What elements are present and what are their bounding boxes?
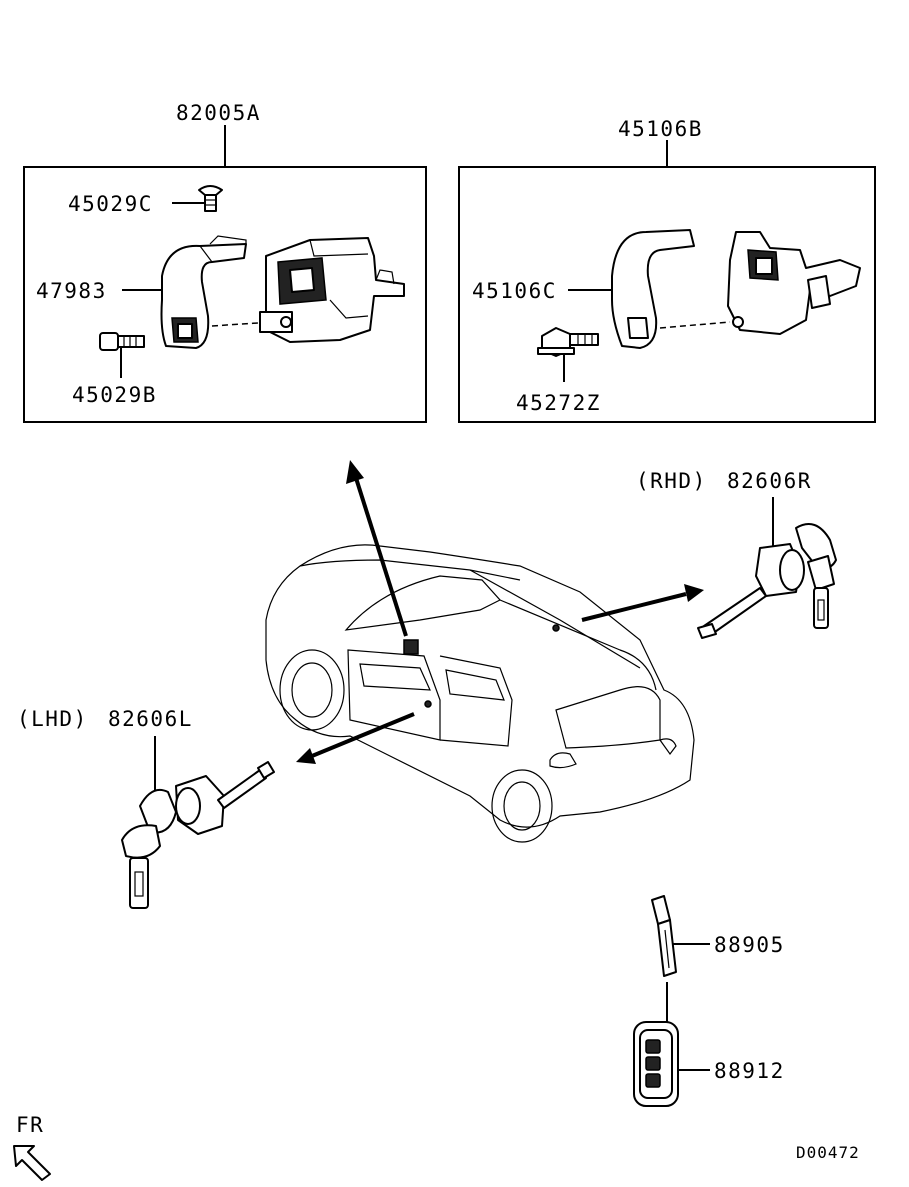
door-lock-rhd: (RHD) 82606R [636, 469, 837, 639]
label-45029C: 45029C [68, 192, 153, 216]
label-45106B: 45106B [618, 117, 703, 141]
assembly-box-left: 82005A 45029C 47983 [23, 101, 427, 423]
label-rhd-prefix: (RHD) [636, 469, 707, 493]
bolt-45029B [99, 332, 145, 351]
door-lock-lhd: (LHD) 82606L [17, 707, 275, 909]
bolt-45272Z [537, 327, 599, 357]
diagram-code: D00472 [796, 1143, 860, 1162]
label-82606R: 82606R [727, 469, 812, 493]
label-88905: 88905 [714, 933, 785, 957]
label-45272Z: 45272Z [516, 391, 601, 415]
arrow-to-rhd-lock [581, 584, 704, 622]
vehicle-outline [265, 544, 695, 843]
front-direction-indicator: FR [13, 1113, 51, 1181]
assembly-box-right: 45106B 45106C 45272Z [458, 117, 876, 423]
label-82005A: 82005A [176, 101, 261, 125]
cover-45106C [611, 229, 695, 349]
label-45029B: 45029B [72, 383, 157, 407]
key-88905 [651, 895, 677, 977]
ignition-switch-left [259, 237, 405, 343]
ignition-switch-right [727, 231, 861, 335]
remote-88912 [633, 1021, 679, 1107]
label-82606L: 82606L [108, 707, 193, 731]
label-lhd-prefix: (LHD) [17, 707, 88, 731]
screw-45029C [198, 185, 223, 212]
label-fr: FR [16, 1113, 44, 1137]
cover-47983 [160, 235, 247, 349]
arrow-to-ignition [346, 460, 408, 637]
label-47983: 47983 [36, 279, 107, 303]
label-45106C: 45106C [472, 279, 557, 303]
arrow-to-lhd-lock [296, 712, 415, 764]
label-88912: 88912 [714, 1059, 785, 1083]
